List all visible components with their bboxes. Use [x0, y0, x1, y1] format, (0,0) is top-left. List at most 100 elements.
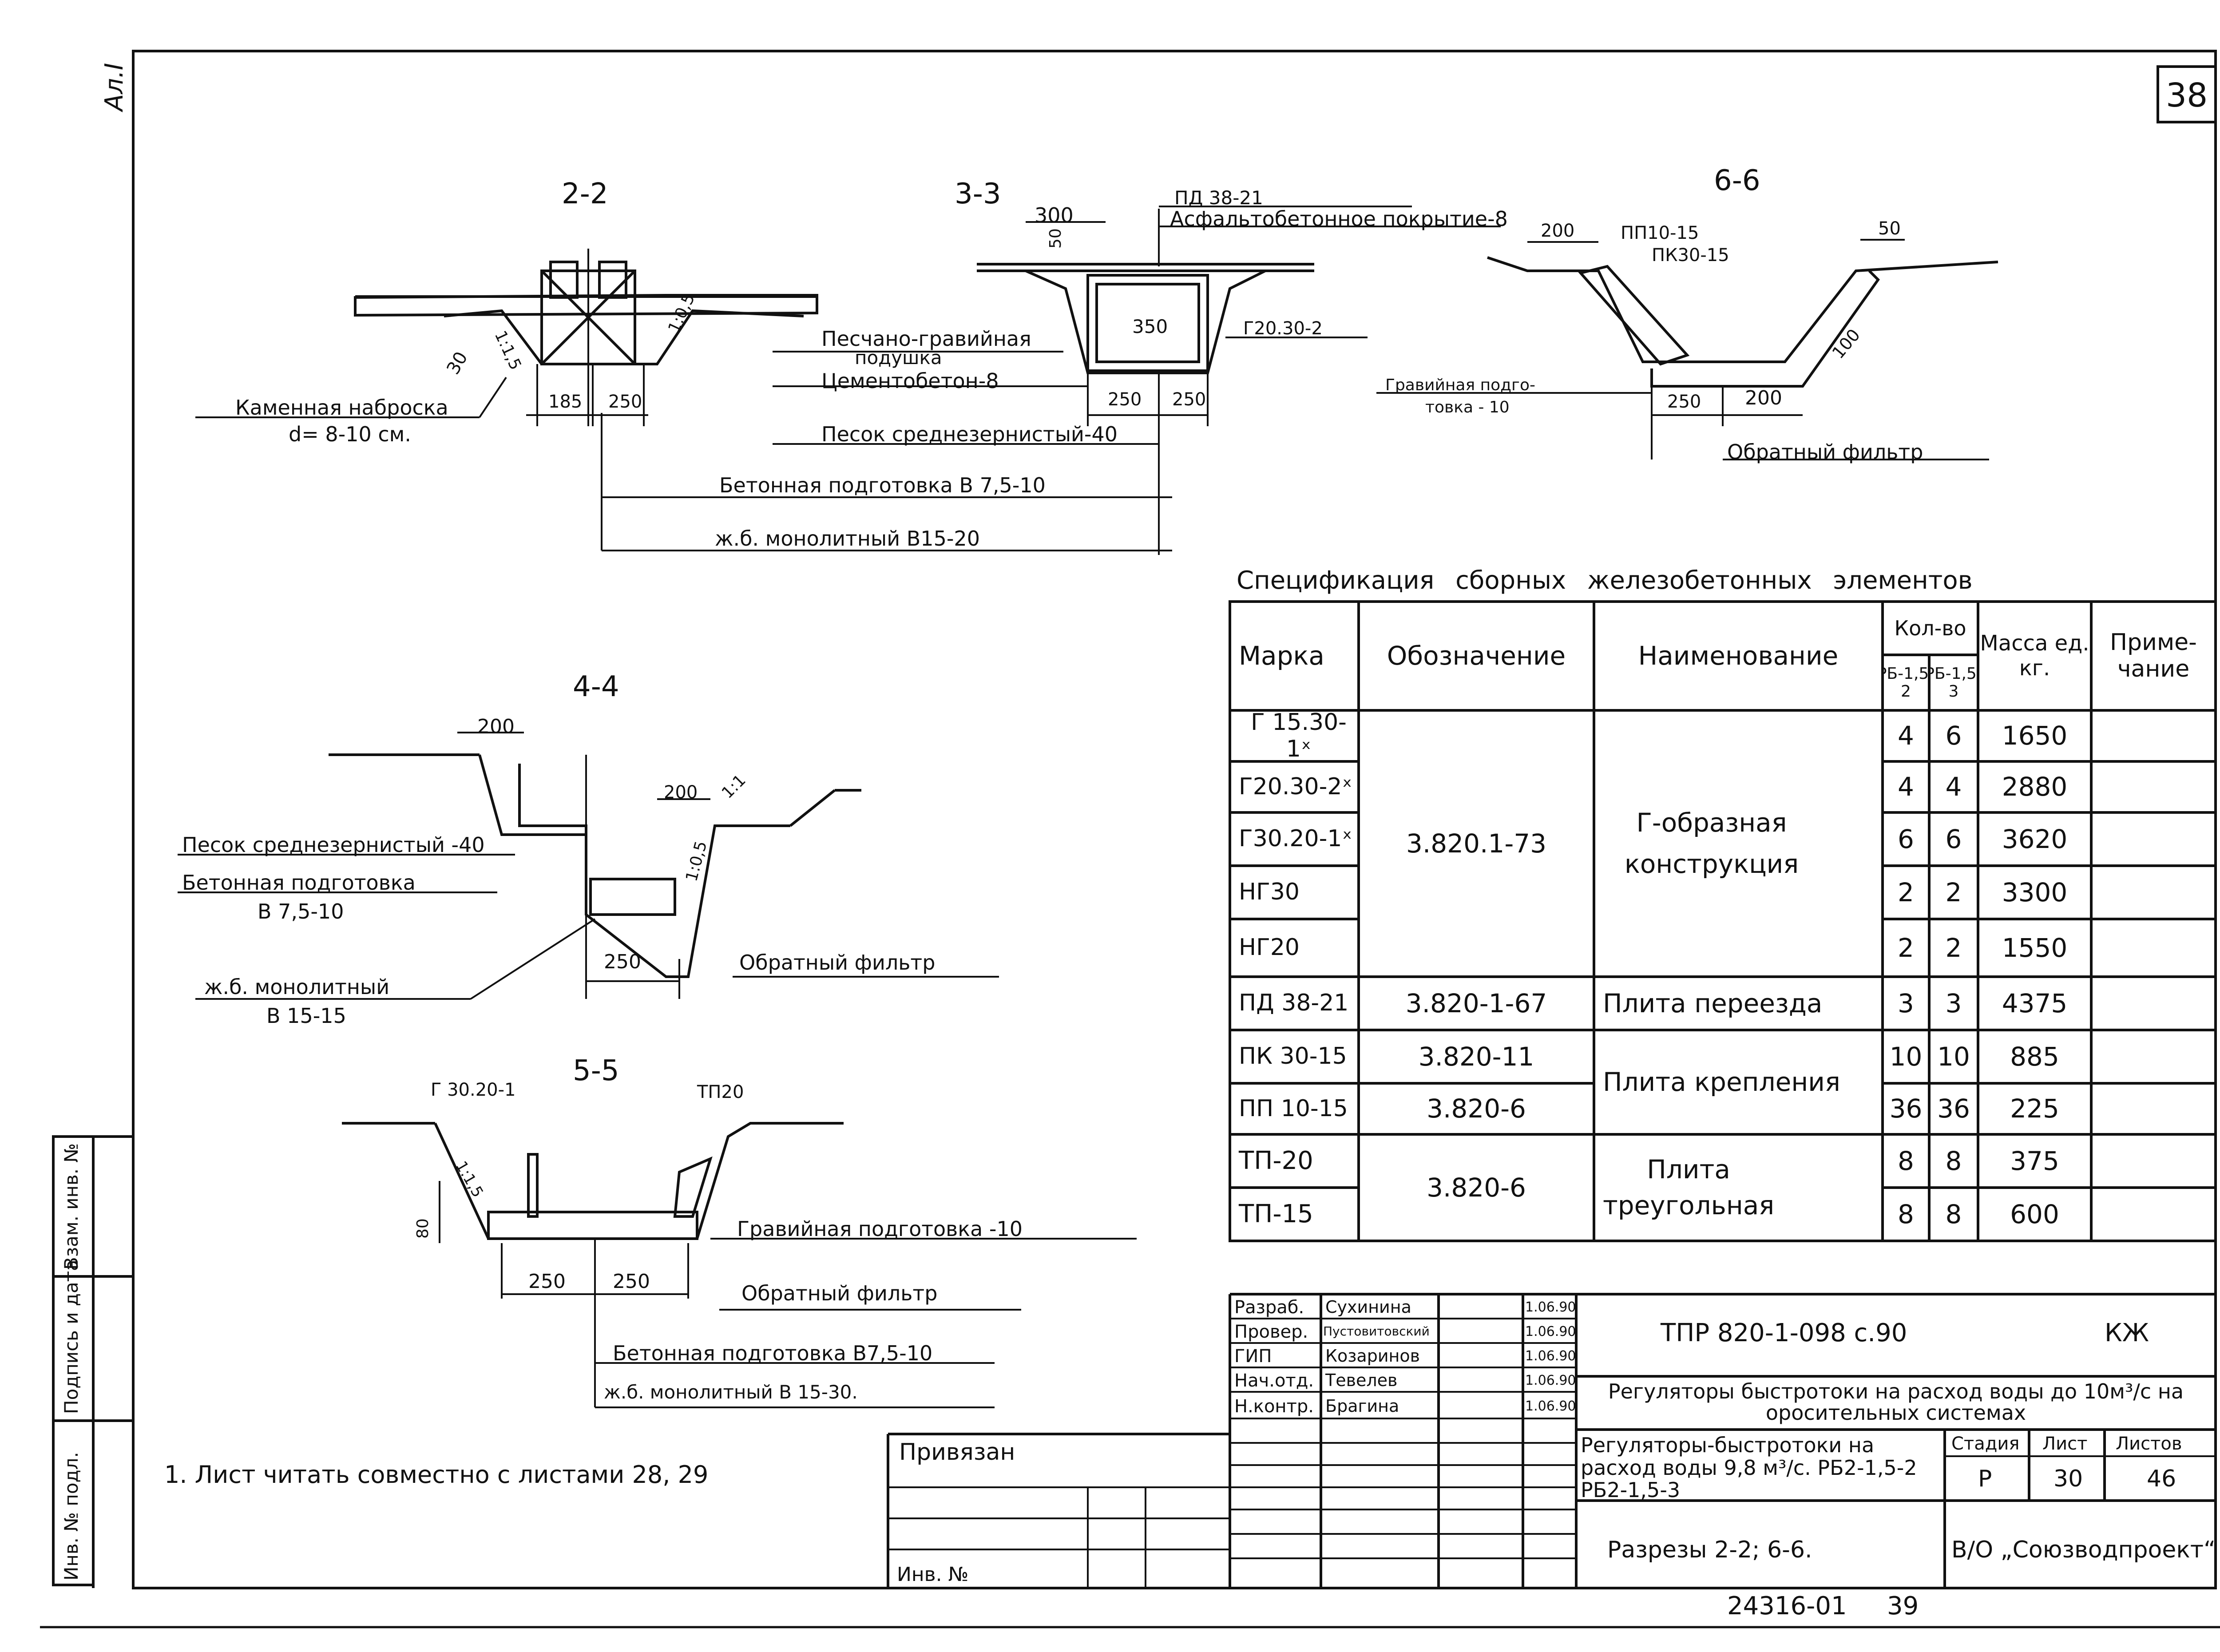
s66-label: Гравийная подго-	[1385, 376, 1535, 394]
side-stamp-sign: Подпись и дата	[60, 1260, 82, 1414]
spec-header-name: Наименование	[1638, 641, 1839, 671]
tb-object: Регуляторы-быстротоки на расход воды 9,8…	[1581, 1433, 1917, 1502]
spec-row-mark: ТП-20	[1239, 1146, 1313, 1175]
spec-row-mass: 3300	[2002, 877, 2068, 907]
section-3-3-drawing	[602, 206, 1501, 555]
spec-row-mark: ПД 38-21	[1239, 990, 1349, 1017]
tb-stage-label: Стадия	[1951, 1434, 2020, 1454]
s66-label: ПП10-15	[1621, 223, 1699, 243]
s55-label: 250	[528, 1270, 566, 1293]
spec-group-designation: 3.820.1-73	[1406, 828, 1547, 859]
tb-sheets-label: Листов	[2116, 1434, 2182, 1454]
tb-name: Сухинина	[1325, 1297, 1411, 1317]
s33-label: 300	[1035, 203, 1074, 227]
spec-header-rb3: РБ-1,5-3	[1929, 664, 1978, 701]
spec-row-q3: 2	[1945, 932, 1962, 963]
spec-row-q2: 8	[1898, 1199, 1914, 1229]
spec-row-q2: 8	[1898, 1145, 1914, 1176]
tb-code: ТПР 820-1-098 с.90	[1661, 1319, 1907, 1347]
spec-row-q3: 8	[1945, 1199, 1962, 1229]
s55-label: Г 30.20-1	[431, 1080, 516, 1100]
spec-header-note: Приме-чание	[2110, 629, 2197, 682]
spec-row-mark: Г 15.30-1ˣ	[1251, 710, 1347, 761]
s44-label: 200	[664, 782, 698, 803]
binding-inv: Инв. №	[897, 1563, 969, 1586]
spec-row-mark: НГ30	[1239, 879, 1300, 906]
s55-label: 250	[613, 1270, 650, 1293]
footer-number: 24316-01	[1727, 1592, 1847, 1620]
spec-row-q2: 3	[1898, 988, 1914, 1018]
spec-row-mark: ТП-15	[1239, 1199, 1313, 1228]
spec-group-name: Г-образная конструкция	[1624, 808, 1799, 879]
corner-al-label: Ал.I	[100, 63, 129, 111]
tb-date: 1.06.90	[1525, 1373, 1576, 1388]
side-stamp-replace: Взам. инв. №	[60, 1143, 82, 1270]
spec-row-q2: 4	[1898, 721, 1914, 751]
s55-label: ж.б. монолитный В 15-30.	[604, 1381, 858, 1403]
tb-name: Пустовитовский	[1323, 1324, 1430, 1339]
sheet-number: 38	[2166, 76, 2208, 115]
spec-row-q3: 4	[1945, 772, 1962, 802]
tb-date: 1.06.90	[1525, 1324, 1576, 1339]
s33-label: Цементобетон-8	[821, 369, 999, 393]
spec-row-mass: 3620	[2002, 824, 2068, 854]
spec-row-q2: 2	[1898, 877, 1914, 907]
s33-label: подушка	[855, 347, 942, 368]
tb-name: Козаринов	[1325, 1346, 1420, 1366]
section-4-4-drawing	[178, 732, 999, 1000]
spec-header-mass: Масса ед. кг.	[1980, 631, 2089, 681]
s55-label: 80	[414, 1218, 432, 1239]
s55-label: ТП20	[697, 1082, 744, 1102]
s22-label: Каменная наброска	[235, 396, 448, 420]
s22-label: 250	[608, 392, 642, 412]
spec-row-mass: 375	[2010, 1145, 2059, 1176]
s33-label: Г20.30-2	[1243, 318, 1323, 339]
spec-row-mark: ПП 10-15	[1239, 1095, 1348, 1122]
spec-row-q3: 6	[1945, 824, 1962, 854]
s44-label: Бетонная подготовка	[182, 871, 416, 895]
s44-label: Обратный фильтр	[739, 951, 936, 975]
section-4-4-title: 4-4	[573, 670, 619, 703]
s33-label: 50	[1047, 228, 1065, 249]
sheet-number-box	[2157, 65, 2217, 123]
s44-label: В 7,5-10	[258, 899, 344, 923]
spec-row-mass: 885	[2010, 1041, 2059, 1072]
spec-row-q3: 2	[1945, 877, 1962, 907]
section-2-2-drawing	[195, 249, 818, 551]
s33-label: 250	[1108, 389, 1142, 410]
spec-row-q2: 10	[1889, 1041, 1923, 1072]
spec-row-mass: 1650	[2002, 721, 2068, 751]
s44-label: 200	[477, 715, 515, 738]
tb-role: Разраб.	[1234, 1297, 1304, 1318]
section-3-3-title: 3-3	[955, 178, 1001, 210]
tb-project: Регуляторы быстротоки на расход воды до …	[1608, 1379, 2184, 1425]
tb-date: 1.06.90	[1525, 1398, 1576, 1414]
tb-sheet-title: Разрезы 2-2; 6-6.	[1607, 1537, 1812, 1563]
spec-row-q2: 4	[1898, 772, 1914, 802]
spec-row-q2: 6	[1898, 824, 1914, 854]
tb-stage: Р	[1978, 1466, 1992, 1492]
section-2-2-title: 2-2	[562, 178, 608, 210]
s66-label: ПК30-15	[1652, 245, 1729, 265]
footer-page: 39	[1887, 1592, 1919, 1620]
s33-label: 250	[1172, 389, 1206, 410]
spec-group-name: Плита треугольная	[1603, 1154, 1775, 1220]
s66-label: товка - 10	[1425, 398, 1510, 416]
s22-label: d= 8-10 см.	[289, 422, 411, 446]
s66-label: 200	[1745, 387, 1782, 409]
s66-label: 50	[1878, 218, 1901, 239]
section-6-6-title: 6-6	[1714, 164, 1760, 197]
tb-name: Тевелев	[1325, 1371, 1398, 1390]
tb-name: Брагина	[1325, 1396, 1399, 1416]
spec-row-mass: 2880	[2002, 772, 2068, 802]
tb-sheet: 30	[2054, 1466, 2083, 1492]
spec-group-name: Плита переезда	[1603, 988, 1823, 1018]
spec-table-grid	[1229, 600, 2217, 1242]
s33-label: Асфальтобетонное покрытие-8	[1170, 207, 1508, 231]
spec-header-rb2: РБ-1,5-2	[1883, 664, 1929, 701]
spec-row-q3: 6	[1945, 721, 1962, 751]
s33-label: Песчано-гравийная	[821, 327, 1031, 351]
s55-label: Гравийная подготовка -10	[737, 1217, 1023, 1241]
spec-row-mass: 1550	[2002, 932, 2068, 963]
s44-label: В 15-15	[266, 1004, 346, 1028]
